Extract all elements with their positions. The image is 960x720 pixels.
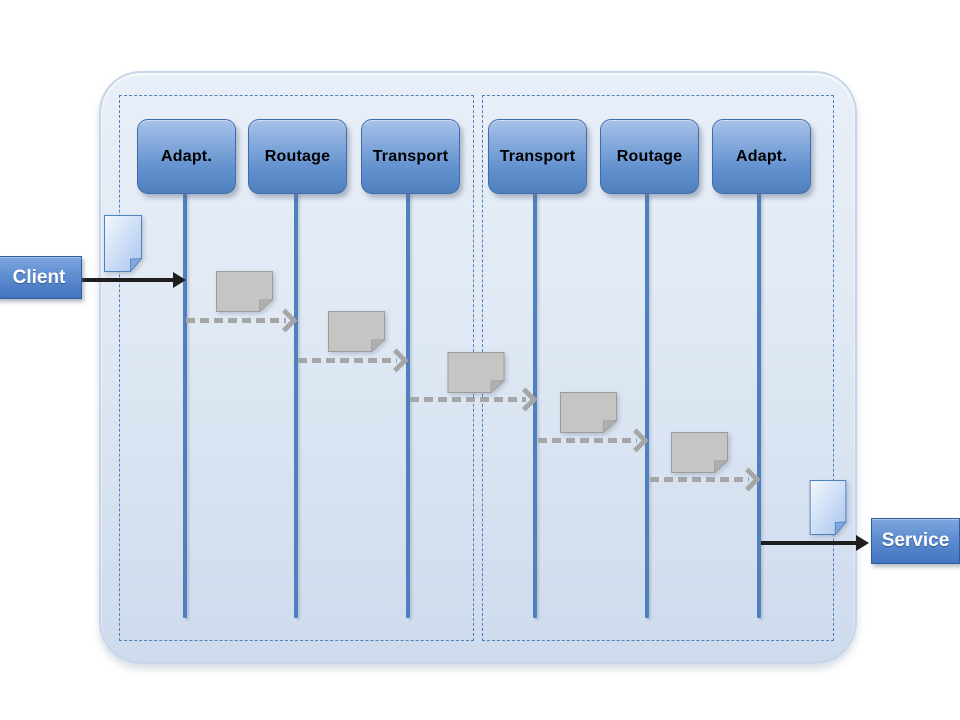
client-box: Client — [0, 256, 82, 299]
lifeline — [645, 192, 649, 618]
message-document-icon — [447, 352, 505, 393]
component-box-routage-in: Routage — [248, 119, 347, 194]
lifeline — [533, 192, 537, 618]
service-box: Service — [871, 518, 960, 564]
client-request-arrow-line — [78, 278, 173, 282]
component-box-transport-in: Transport — [361, 119, 460, 194]
component-box-adapt-in: Adapt. — [137, 119, 236, 194]
client-document-icon — [104, 215, 142, 272]
component-box-transport-out: Transport — [488, 119, 587, 194]
lifeline — [294, 192, 298, 618]
component-label: Routage — [616, 147, 683, 165]
component-label: Routage — [264, 147, 331, 165]
message-flow-arrow-line — [538, 438, 637, 443]
message-document-icon — [671, 432, 728, 473]
component-box-adapt-out: Adapt. — [712, 119, 811, 194]
service-delivery-arrow-line — [761, 541, 856, 545]
message-document-icon — [328, 311, 385, 352]
service-document-icon — [809, 480, 847, 535]
message-flow-arrow-line — [298, 358, 397, 363]
component-label: Transport — [372, 147, 449, 165]
lifeline — [757, 192, 761, 618]
message-document-icon — [560, 392, 617, 433]
lifeline — [406, 192, 410, 618]
message-flow-arrow-line — [186, 318, 286, 323]
component-label: Adapt. — [736, 147, 787, 165]
service-delivery-arrow-head — [856, 535, 869, 551]
lifeline — [183, 192, 187, 618]
component-label: Transport — [499, 147, 576, 165]
component-label: Adapt. — [161, 147, 212, 165]
message-document-icon — [216, 271, 273, 312]
message-flow-arrow-line — [410, 397, 526, 402]
client-label: Client — [12, 266, 66, 288]
client-request-arrow-head — [173, 272, 186, 288]
component-box-routage-out: Routage — [600, 119, 699, 194]
service-label: Service — [881, 530, 950, 551]
message-flow-arrow-line — [650, 477, 749, 482]
